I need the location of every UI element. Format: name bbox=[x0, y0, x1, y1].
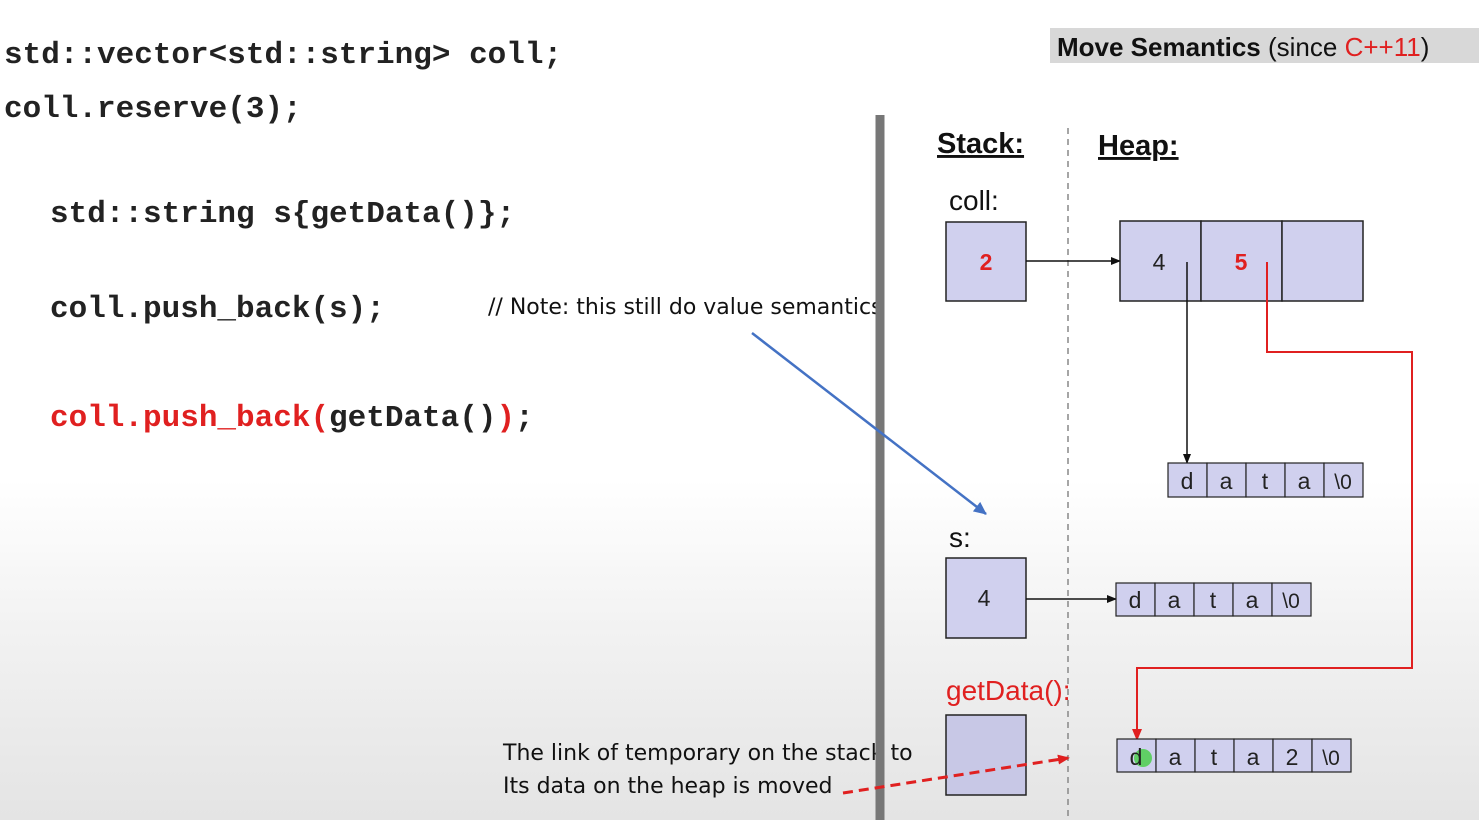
char-text: \0 bbox=[1282, 590, 1300, 613]
heap-vector-cell bbox=[1281, 220, 1364, 302]
char-text: 2 bbox=[1286, 744, 1299, 770]
title-cpp-version: C++11 bbox=[1344, 32, 1421, 62]
code-line-string-decl: std::string s{getData()}; bbox=[50, 197, 516, 232]
highlight-dot bbox=[1134, 749, 1152, 767]
heap-string-1: d a t a \0 bbox=[1167, 462, 1364, 498]
char-cell bbox=[1155, 738, 1196, 773]
char-cell bbox=[1154, 582, 1195, 617]
code-line-reserve: coll.reserve(3); bbox=[4, 92, 302, 127]
char-cell bbox=[1167, 462, 1208, 498]
char-text: t bbox=[1210, 587, 1217, 613]
char-cell bbox=[1232, 582, 1273, 617]
coll-stack-box bbox=[945, 221, 1027, 302]
slide-title: Move Semantics (since C++11) bbox=[1057, 32, 1429, 63]
note-pointer-arrow bbox=[751, 332, 987, 515]
char-cell bbox=[1271, 582, 1312, 617]
char-text: a bbox=[1246, 587, 1259, 613]
char-text: t bbox=[1262, 468, 1269, 494]
heap-vector-value: 5 bbox=[1235, 249, 1248, 275]
heap-vector-cell bbox=[1200, 220, 1283, 302]
char-text: \0 bbox=[1334, 471, 1352, 494]
char-cell bbox=[1272, 738, 1313, 773]
title-background bbox=[1050, 28, 1479, 63]
heap-string-2: d a t a \0 bbox=[1115, 582, 1312, 617]
code-line-vector-decl: std::vector<std::string> coll; bbox=[4, 38, 563, 73]
char-text: \0 bbox=[1322, 747, 1340, 770]
s-stack-box bbox=[945, 557, 1027, 639]
heap-string-3: d a t a 2 \0 bbox=[1116, 738, 1352, 773]
heap-vector-value: 4 bbox=[1153, 249, 1166, 275]
char-cell bbox=[1206, 462, 1247, 498]
stack-header: Stack: bbox=[937, 128, 1024, 160]
s-size-value: 4 bbox=[978, 585, 991, 611]
char-text: a bbox=[1247, 744, 1260, 770]
char-cell bbox=[1311, 738, 1352, 773]
getdata-label: getData(): bbox=[946, 675, 1071, 706]
char-text: d bbox=[1130, 744, 1143, 770]
note-moved-line2: Its data on the heap is moved bbox=[503, 774, 833, 799]
getdata-stack-box bbox=[945, 714, 1027, 796]
char-text: a bbox=[1298, 468, 1311, 494]
code-getdata-call: getData() bbox=[329, 401, 497, 436]
char-text: d bbox=[1129, 587, 1142, 613]
char-cell bbox=[1323, 462, 1364, 498]
coll-label: coll: bbox=[949, 185, 999, 216]
char-cell bbox=[1245, 462, 1286, 498]
code-red-part: coll.push_back( bbox=[50, 401, 330, 436]
note-moved-line1: The link of temporary on the stack to bbox=[503, 741, 913, 766]
code-red-paren: ) bbox=[496, 401, 516, 436]
heap-header: Heap: bbox=[1098, 130, 1179, 162]
element1-to-moved-data-arrow bbox=[1132, 262, 1413, 741]
char-cell bbox=[1115, 582, 1156, 617]
title-main: Move Semantics bbox=[1057, 32, 1261, 62]
heap-vector: 4 5 bbox=[1119, 220, 1364, 302]
code-line-push-back-getdata: coll.push_back(getData()); bbox=[50, 403, 534, 434]
title-since-close: ) bbox=[1420, 32, 1430, 62]
char-cell bbox=[1194, 738, 1235, 773]
char-text: t bbox=[1211, 744, 1218, 770]
s-label: s: bbox=[949, 522, 971, 553]
title-since-open: (since bbox=[1260, 32, 1345, 62]
char-text: a bbox=[1168, 587, 1181, 613]
note-value-semantics: // Note: this still do value semantics bbox=[488, 295, 883, 320]
char-cell bbox=[1284, 462, 1325, 498]
code-semicolon: ; bbox=[515, 401, 534, 436]
char-text: d bbox=[1181, 468, 1194, 494]
moved-link-arrow bbox=[842, 754, 1070, 795]
char-text: a bbox=[1169, 744, 1182, 770]
char-text: a bbox=[1220, 468, 1233, 494]
coll-size-value: 2 bbox=[980, 249, 993, 275]
code-line-push-back-s: coll.push_back(s); bbox=[50, 292, 385, 327]
